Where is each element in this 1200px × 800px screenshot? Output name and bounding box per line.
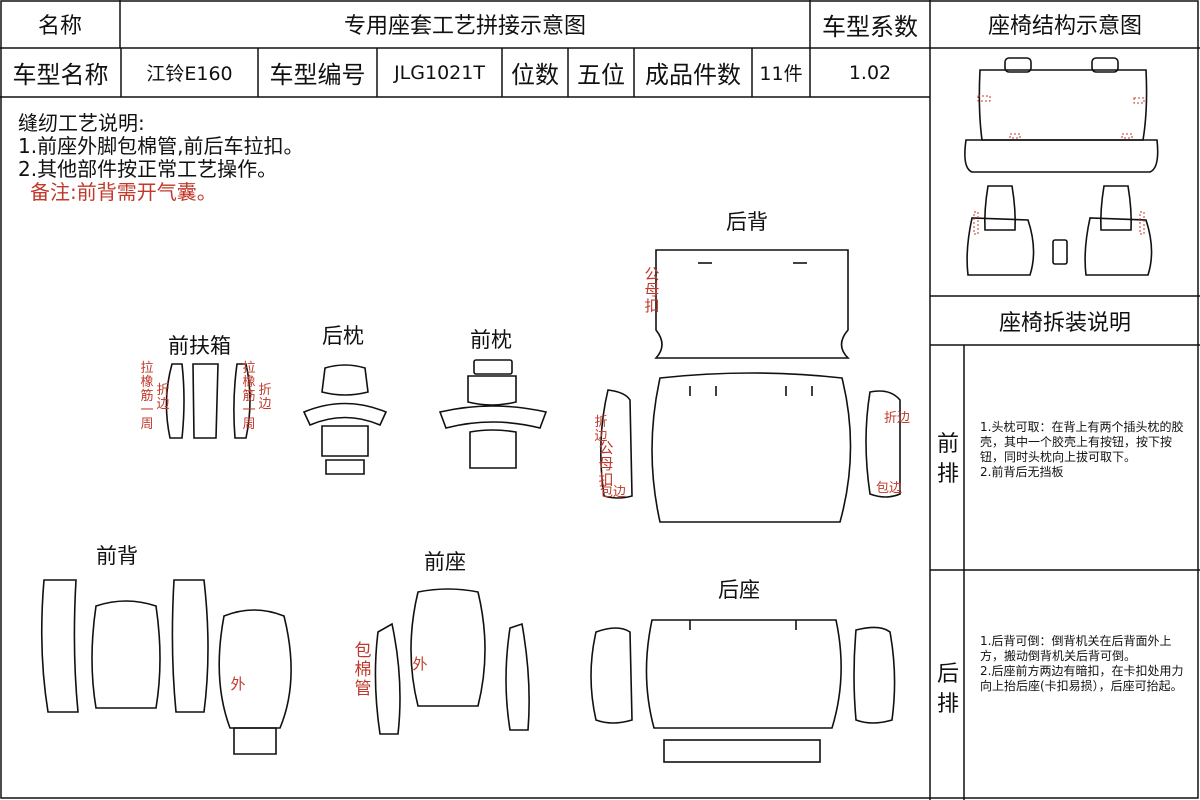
front-row-text: 1.头枕可取：在背上有两个插头枕的胶壳，其中一个胶壳上有按钮，按下按钮，同时头枕…	[980, 420, 1184, 479]
label-rear-back: 后背	[726, 210, 768, 234]
rear-row-text: 1.后背可倒：倒背机关在后背面外上方，搬动倒背机关后背可倒。 2.后座前方两边有…	[980, 634, 1184, 693]
front-back-pieces	[40, 579, 292, 755]
rear-row-label: 后排	[936, 662, 959, 717]
annot-fold-left: 折边	[156, 383, 170, 412]
pieces-label: 成品件数	[645, 61, 741, 89]
structure-title: 座椅结构示意图	[987, 14, 1142, 39]
annot-elastic-right: 拉橡筋一周	[242, 361, 256, 432]
model-name-value: 江铃E160	[146, 63, 233, 85]
annot-fold-side-left: 折边	[594, 415, 608, 444]
front-row-label: 前排	[936, 432, 959, 487]
notes-remark: 备注:前背需开气囊。	[30, 180, 217, 204]
annot-fold-snap: 公母扣	[598, 439, 614, 489]
notes-line-1: 1.前座外脚包棉管,前后车拉扣。	[18, 134, 304, 158]
label-front-pillow: 前枕	[470, 328, 512, 352]
label-front-armrest: 前扶箱	[168, 334, 231, 358]
label-front-back: 前背	[96, 544, 138, 568]
annot-snap-rear-back: 公母扣	[644, 265, 660, 315]
label-front-seat: 前座	[424, 550, 466, 574]
front-pillow-pieces	[438, 359, 548, 469]
pieces-value: 11件	[759, 63, 803, 85]
seats-value: 五位	[577, 61, 625, 89]
front-seat-pieces	[374, 588, 530, 735]
model-code-label: 车型编号	[269, 61, 366, 89]
annot-hem-left: 包边	[599, 485, 626, 500]
seat-structure-drawing	[964, 57, 1159, 276]
label-rear-pillow: 后枕	[322, 324, 364, 348]
page-title: 专用座套工艺拼接示意图	[343, 14, 586, 39]
rear-pillow-pieces	[302, 364, 388, 475]
annot-elastic-left: 拉橡筋一周	[140, 361, 154, 432]
coef-value: 1.02	[848, 61, 892, 84]
seats-label: 位数	[511, 61, 559, 89]
label-rear-seat: 后座	[718, 578, 760, 602]
annot-hem-right: 包边	[875, 481, 902, 496]
annot-outer-front-back: 外	[230, 675, 246, 693]
model-name-label: 车型名称	[12, 61, 109, 89]
disassembly-title: 座椅拆装说明	[998, 310, 1131, 336]
notes-heading: 缝纫工艺说明:	[18, 111, 145, 135]
model-code-value: JLG1021T	[394, 61, 485, 84]
name-label: 名称	[37, 14, 82, 39]
annot-fold-right: 折边	[258, 383, 272, 412]
rear-back-pieces	[600, 249, 901, 523]
rear-seat-pieces	[590, 619, 896, 763]
sewing-notes: 缝纫工艺说明: 1.前座外脚包棉管,前后车拉扣。 2.其他部件按正常工艺操作。 …	[18, 112, 303, 204]
annot-fold-side-right: 折边	[883, 411, 910, 426]
notes-line-2: 2.其他部件按正常工艺操作。	[18, 157, 278, 181]
annot-outer-front-seat: 外	[412, 655, 428, 673]
annot-cotton-tube: 包棉管	[354, 641, 372, 699]
front-armrest-pieces	[165, 363, 251, 439]
coef-label: 车型系数	[822, 12, 918, 41]
